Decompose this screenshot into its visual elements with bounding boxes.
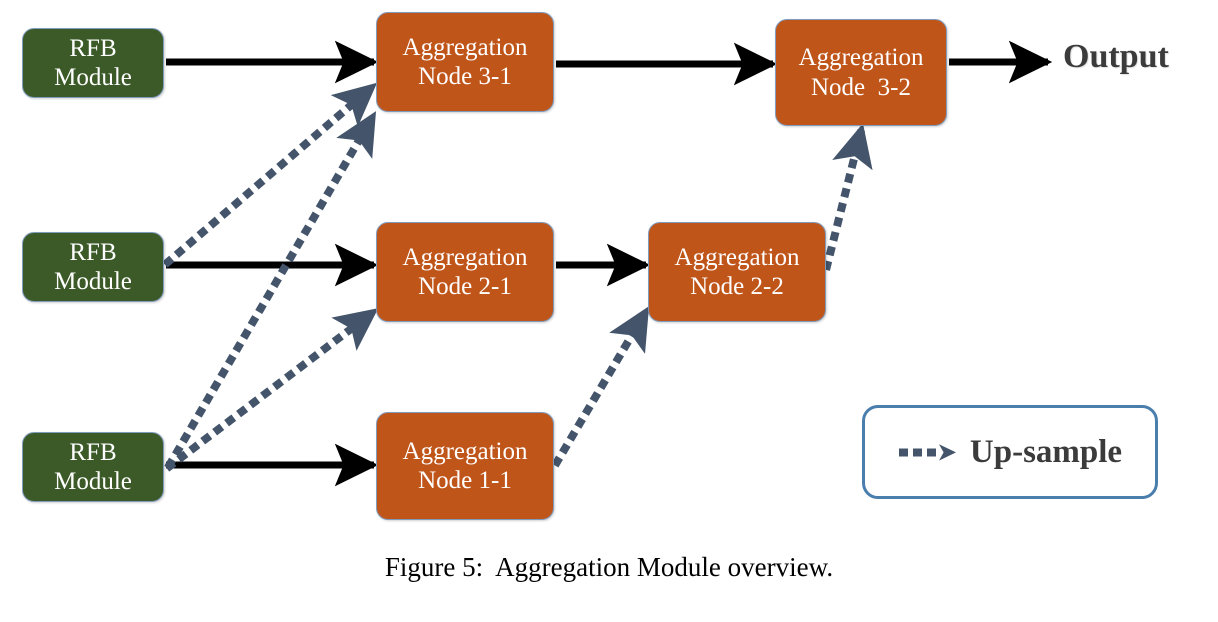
arrow-agg11-upsample-to-agg22 [551, 306, 651, 468]
node-label-line1: Aggregation [402, 33, 528, 61]
node-label-line2: Module [54, 268, 132, 295]
node-label-line1: Aggregation [674, 243, 800, 271]
figure-caption: Figure 5: Aggregation Module overview. [384, 552, 834, 582]
node-label-line1: RFB [69, 238, 117, 266]
node-label-line2: Node 2-2 [690, 273, 784, 300]
node-label-line1: RFB [69, 34, 117, 62]
dotted-arrow-icon [898, 441, 964, 463]
node-label-line2: Node 1-1 [418, 467, 512, 494]
arrow-rfb2-upsample-to-agg31 [162, 82, 378, 268]
node-label-line2: Module [54, 468, 132, 495]
legend-up-sample: Up-sample [862, 405, 1158, 499]
node-label-line1: RFB [69, 438, 117, 466]
node-label-line2: Module [54, 64, 132, 91]
node-label-line2: Node 3-2 [811, 73, 911, 101]
node-label-line1: Aggregation [798, 44, 924, 71]
arrow-rfb3-upsample-to-agg21 [164, 307, 379, 472]
output-label: Output [1063, 38, 1169, 75]
node-label-line2: Node 2-1 [418, 273, 512, 300]
node-label-line1: Aggregation [402, 437, 528, 465]
arrow-agg22-upsample-to-agg32 [822, 123, 873, 271]
legend-label: Up-sample [969, 433, 1123, 470]
node-label-line2: Node 3-1 [418, 63, 512, 90]
node-label-line1: Aggregation [402, 243, 528, 271]
arrow-rfb3-upsample-to-agg31 [164, 111, 378, 470]
